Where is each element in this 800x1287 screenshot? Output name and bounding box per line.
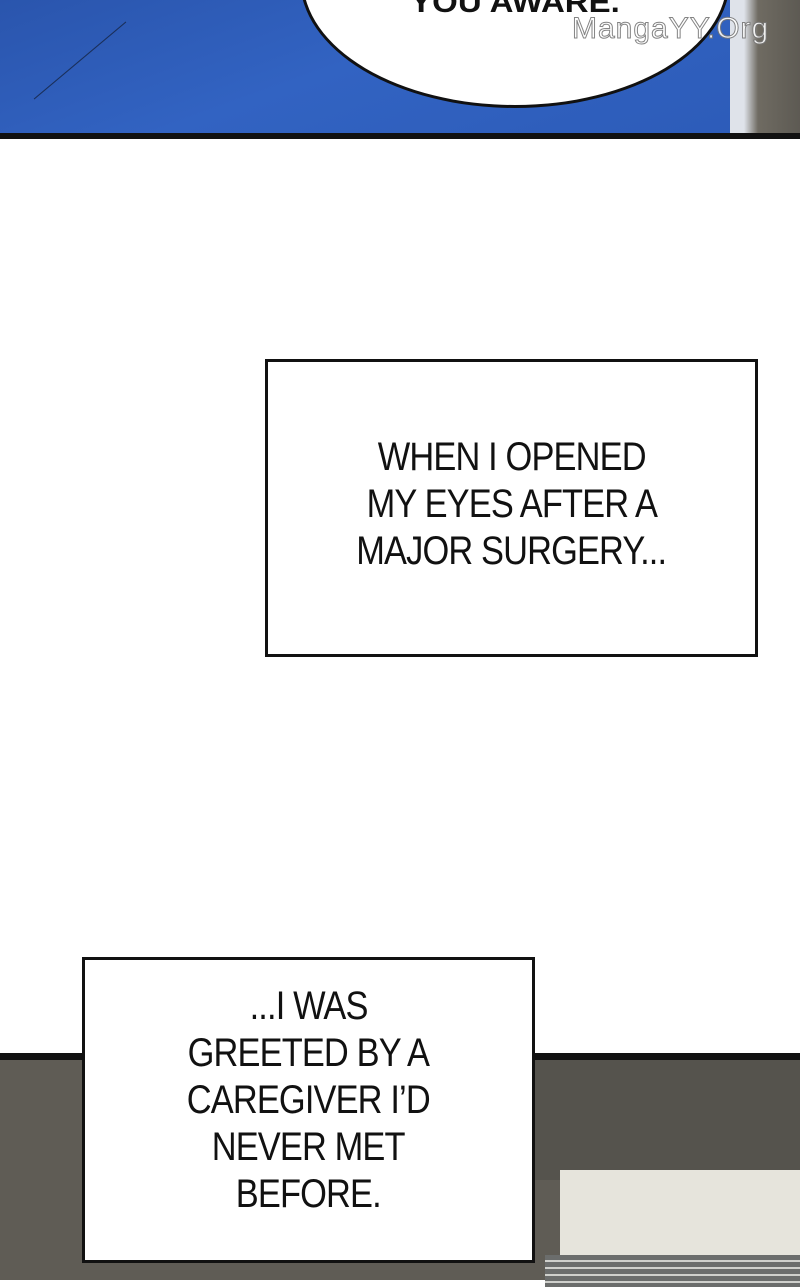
caption-box-1: WHEN I OPENED MY EYES AFTER A MAJOR SURG… [265, 359, 758, 657]
caption-line: BEFORE. [236, 1171, 382, 1216]
watermark: MangaYY.Org [571, 12, 770, 46]
window-blinds [545, 1255, 800, 1287]
caption-line: GREETED BY A [187, 1030, 430, 1075]
caption-line: MAJOR SURGERY... [356, 528, 668, 573]
room-ceiling [530, 1060, 800, 1180]
fabric-fold-line [33, 21, 127, 100]
room-wall [560, 1170, 800, 1270]
caption-box-2: ...I WAS GREETED BY A CAREGIVER I’D NEVE… [82, 957, 535, 1263]
caption-line: NEVER MET [212, 1124, 406, 1169]
speech-bubble-text: YOU AWARE. [410, 0, 620, 19]
caption-line: ...I WAS [249, 983, 368, 1028]
background-scenery [730, 0, 800, 133]
caption-line: WHEN I OPENED [377, 434, 647, 479]
caption-line: MY EYES AFTER A [366, 481, 657, 526]
caption-line: CAREGIVER I’D [186, 1077, 431, 1122]
